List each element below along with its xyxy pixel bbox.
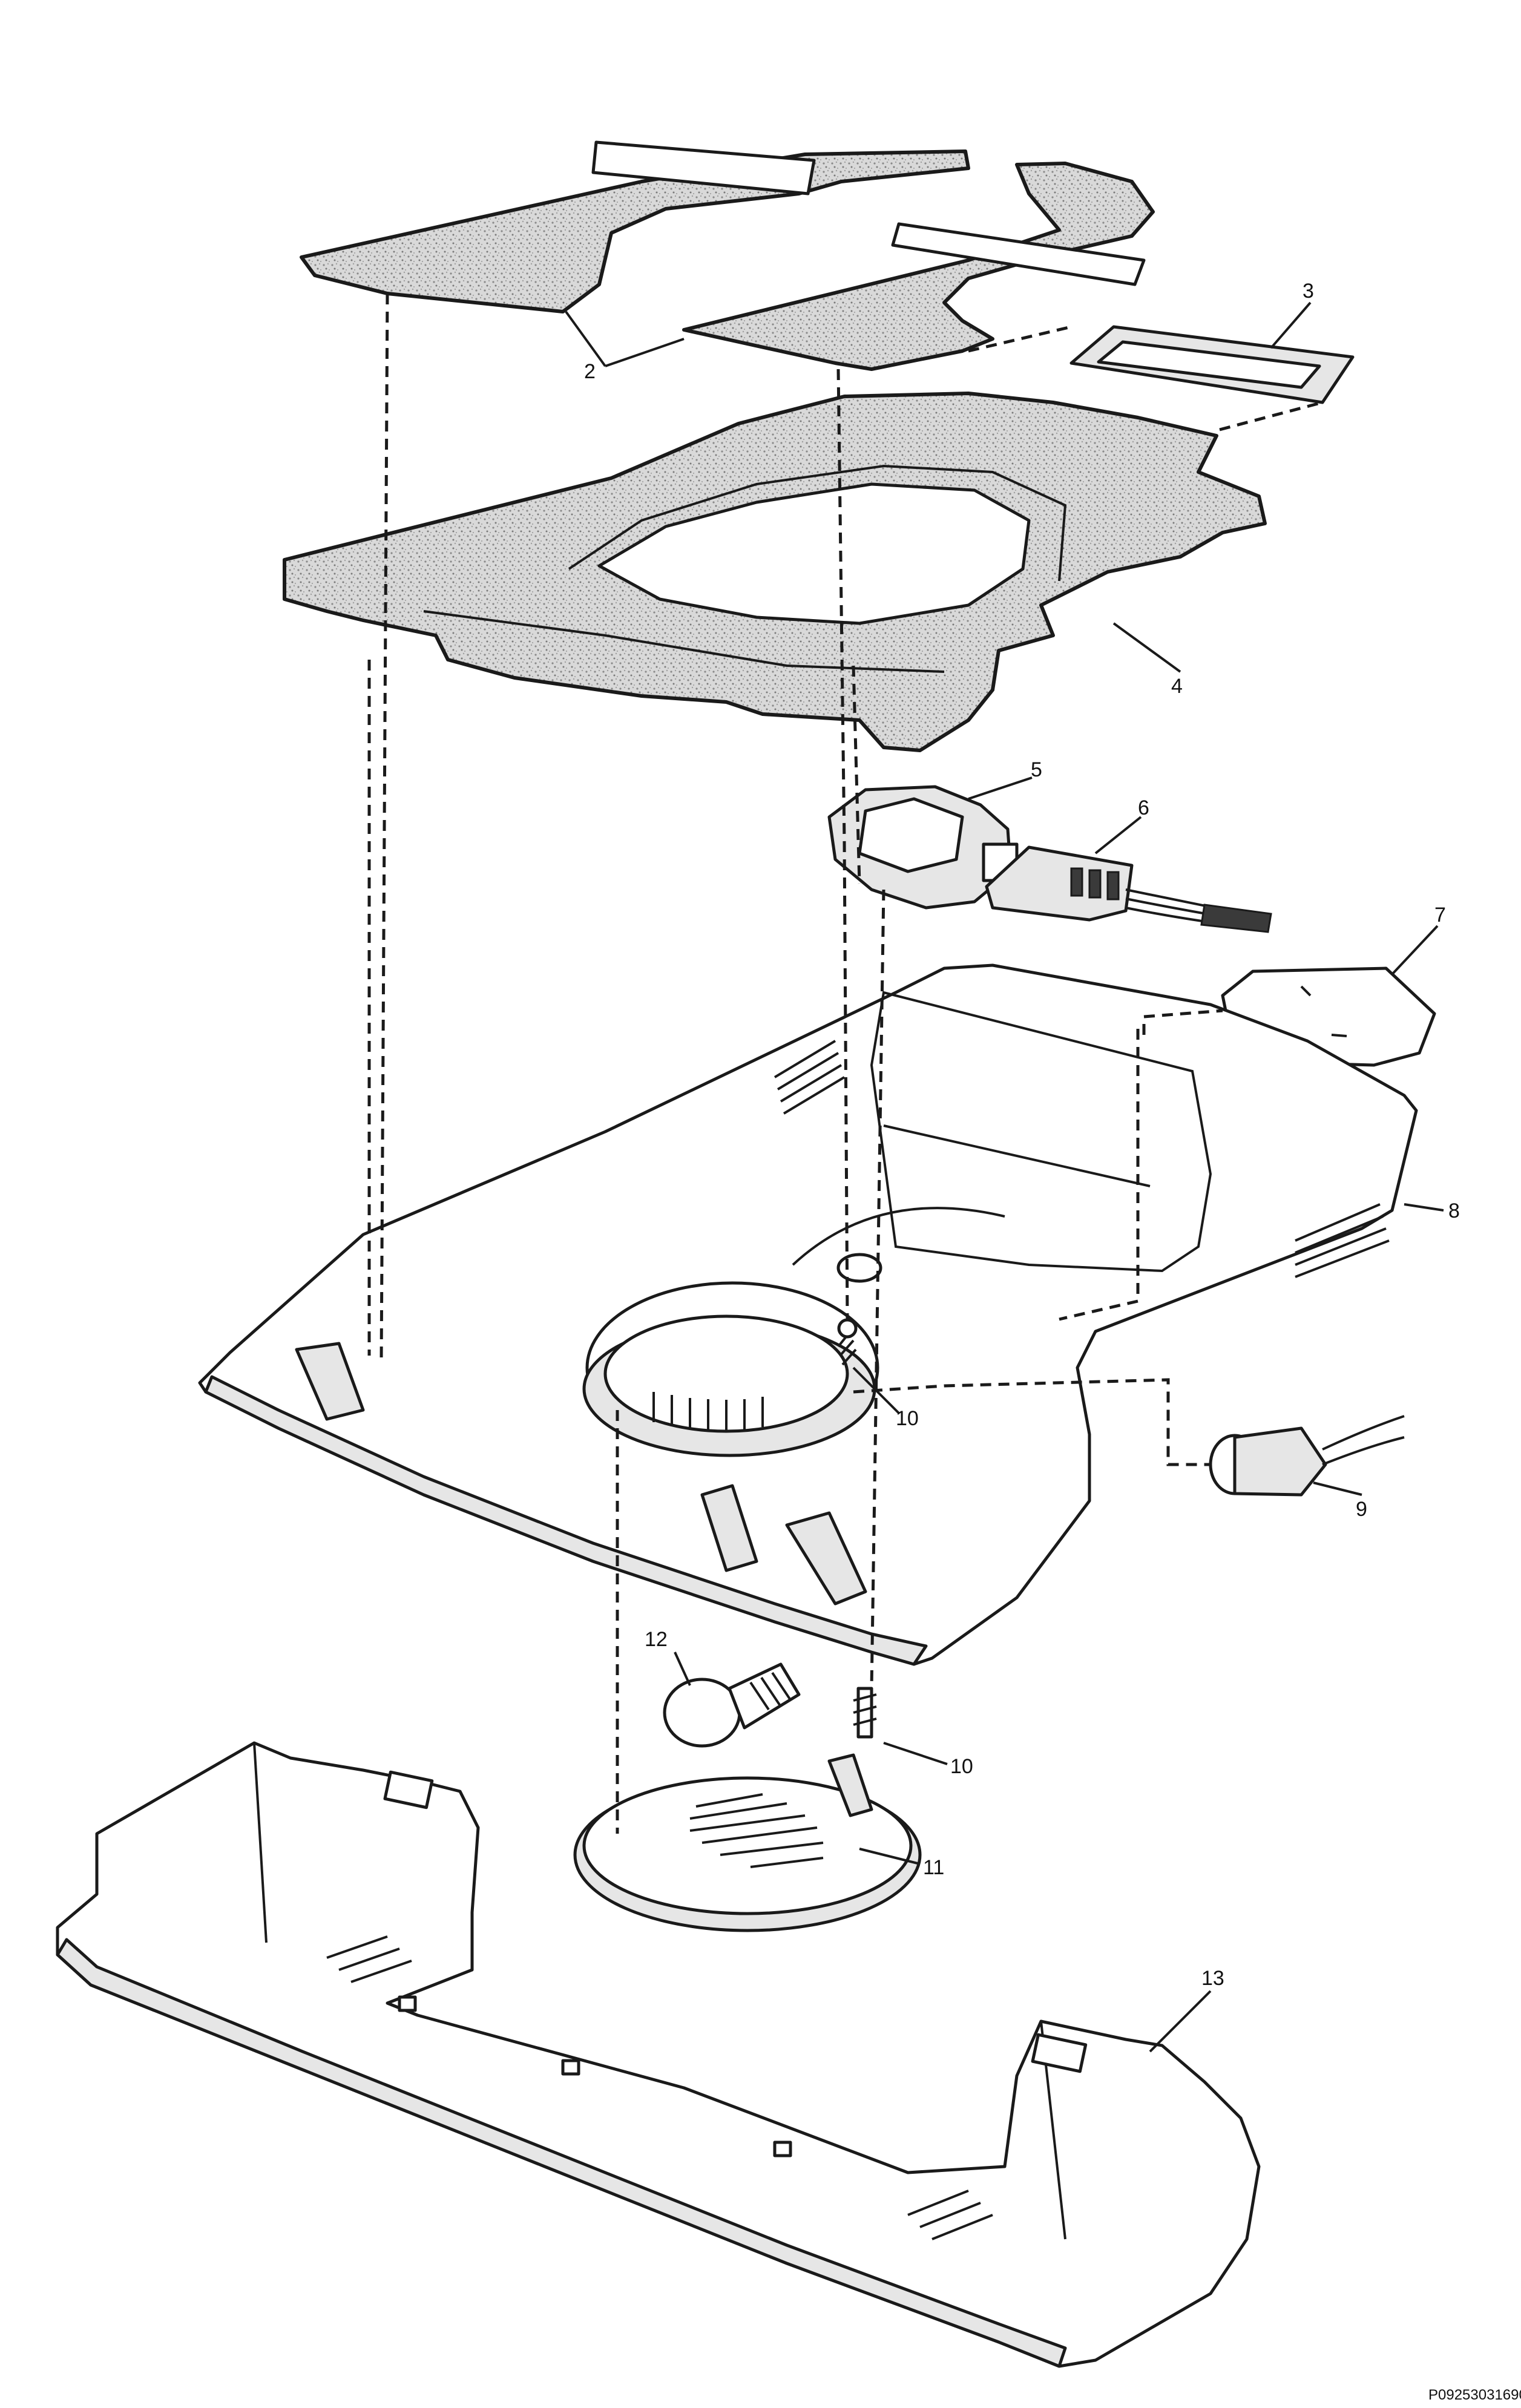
callout-3: 3 <box>1303 280 1314 303</box>
insulation-pad-right <box>682 162 1155 371</box>
drawing-code: P09253031690 <box>1428 2387 1521 2403</box>
callout-4: 4 <box>1171 675 1183 698</box>
lamp-holder <box>1209 1415 1405 1497</box>
screw-upper <box>837 1318 858 1366</box>
connector-plug <box>985 845 1272 933</box>
callout-8: 8 <box>1448 1199 1460 1222</box>
callout-2: 2 <box>584 360 596 383</box>
bulb <box>663 1662 801 1748</box>
callout-7: 7 <box>1434 904 1446 927</box>
lamp-cover <box>573 1753 922 1932</box>
screw-lower <box>853 1687 877 1739</box>
callout-6: 6 <box>1138 796 1149 819</box>
gasket <box>1069 325 1355 404</box>
callout-labels: 2 3 4 5 6 7 8 9 10 10 11 12 13 <box>584 280 1460 1990</box>
assembly-lines <box>367 293 1323 1834</box>
callout-13: 13 <box>1201 1967 1224 1990</box>
callout-12: 12 <box>645 1628 668 1651</box>
foam-base <box>283 392 1267 752</box>
callout-11: 11 <box>923 1856 944 1879</box>
callout-5: 5 <box>1031 758 1042 781</box>
callout-10-lower: 10 <box>950 1755 973 1778</box>
callout-9: 9 <box>1356 1498 1367 1521</box>
insulation-pad-left <box>300 140 970 313</box>
vent-slots-housing <box>774 1040 1390 1278</box>
callout-10-upper: 10 <box>896 1407 919 1430</box>
thermostat <box>827 785 1019 910</box>
front-trim <box>56 1741 1261 2368</box>
main-housing <box>198 963 1418 1666</box>
leader-lines <box>565 301 1444 2053</box>
